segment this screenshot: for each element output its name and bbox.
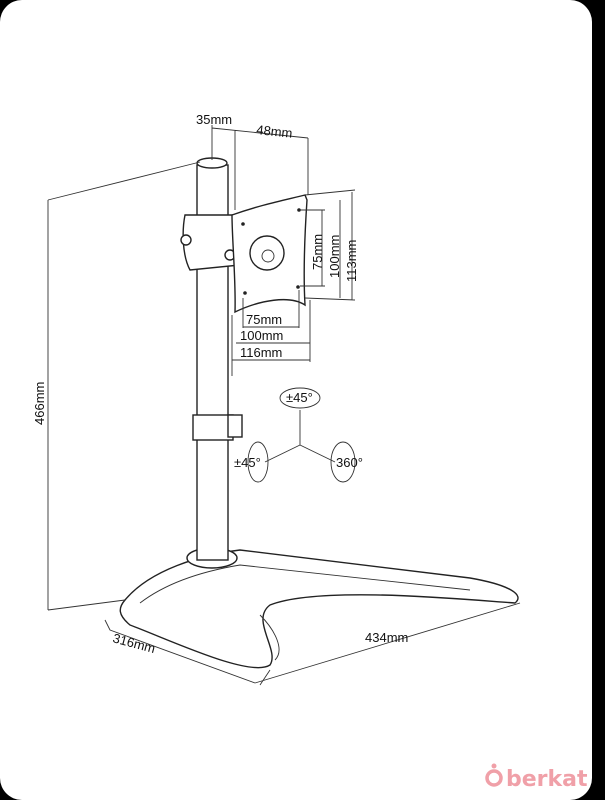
dim-75mm-horizontal: 75mm bbox=[246, 312, 282, 327]
berkat-logo: berkat bbox=[485, 763, 588, 792]
rotate-label: 360° bbox=[336, 455, 363, 470]
tilt-label: ±45° bbox=[286, 390, 313, 405]
vesa-bracket bbox=[180, 194, 308, 314]
dim-466mm: 466mm bbox=[32, 382, 47, 425]
stand-base bbox=[119, 549, 519, 669]
dim-100mm-vertical: 100mm bbox=[327, 235, 342, 278]
swivel-label: ±45° bbox=[234, 455, 261, 470]
dim-116mm: 116mm bbox=[240, 345, 282, 360]
berkat-logo-icon bbox=[485, 769, 503, 787]
dim-48mm: 48mm bbox=[256, 122, 293, 141]
dim-75mm-vertical: 75mm bbox=[310, 234, 325, 270]
watermark-text: berkat bbox=[506, 767, 588, 792]
dim-100mm-horizontal: 100mm bbox=[240, 328, 283, 343]
rotation-indicator bbox=[247, 387, 356, 483]
dim-434mm: 434mm bbox=[365, 630, 408, 645]
dim-35mm: 35mm bbox=[196, 112, 232, 127]
dimension-lines bbox=[47, 125, 521, 686]
dim-113mm: 113mm bbox=[344, 240, 359, 282]
